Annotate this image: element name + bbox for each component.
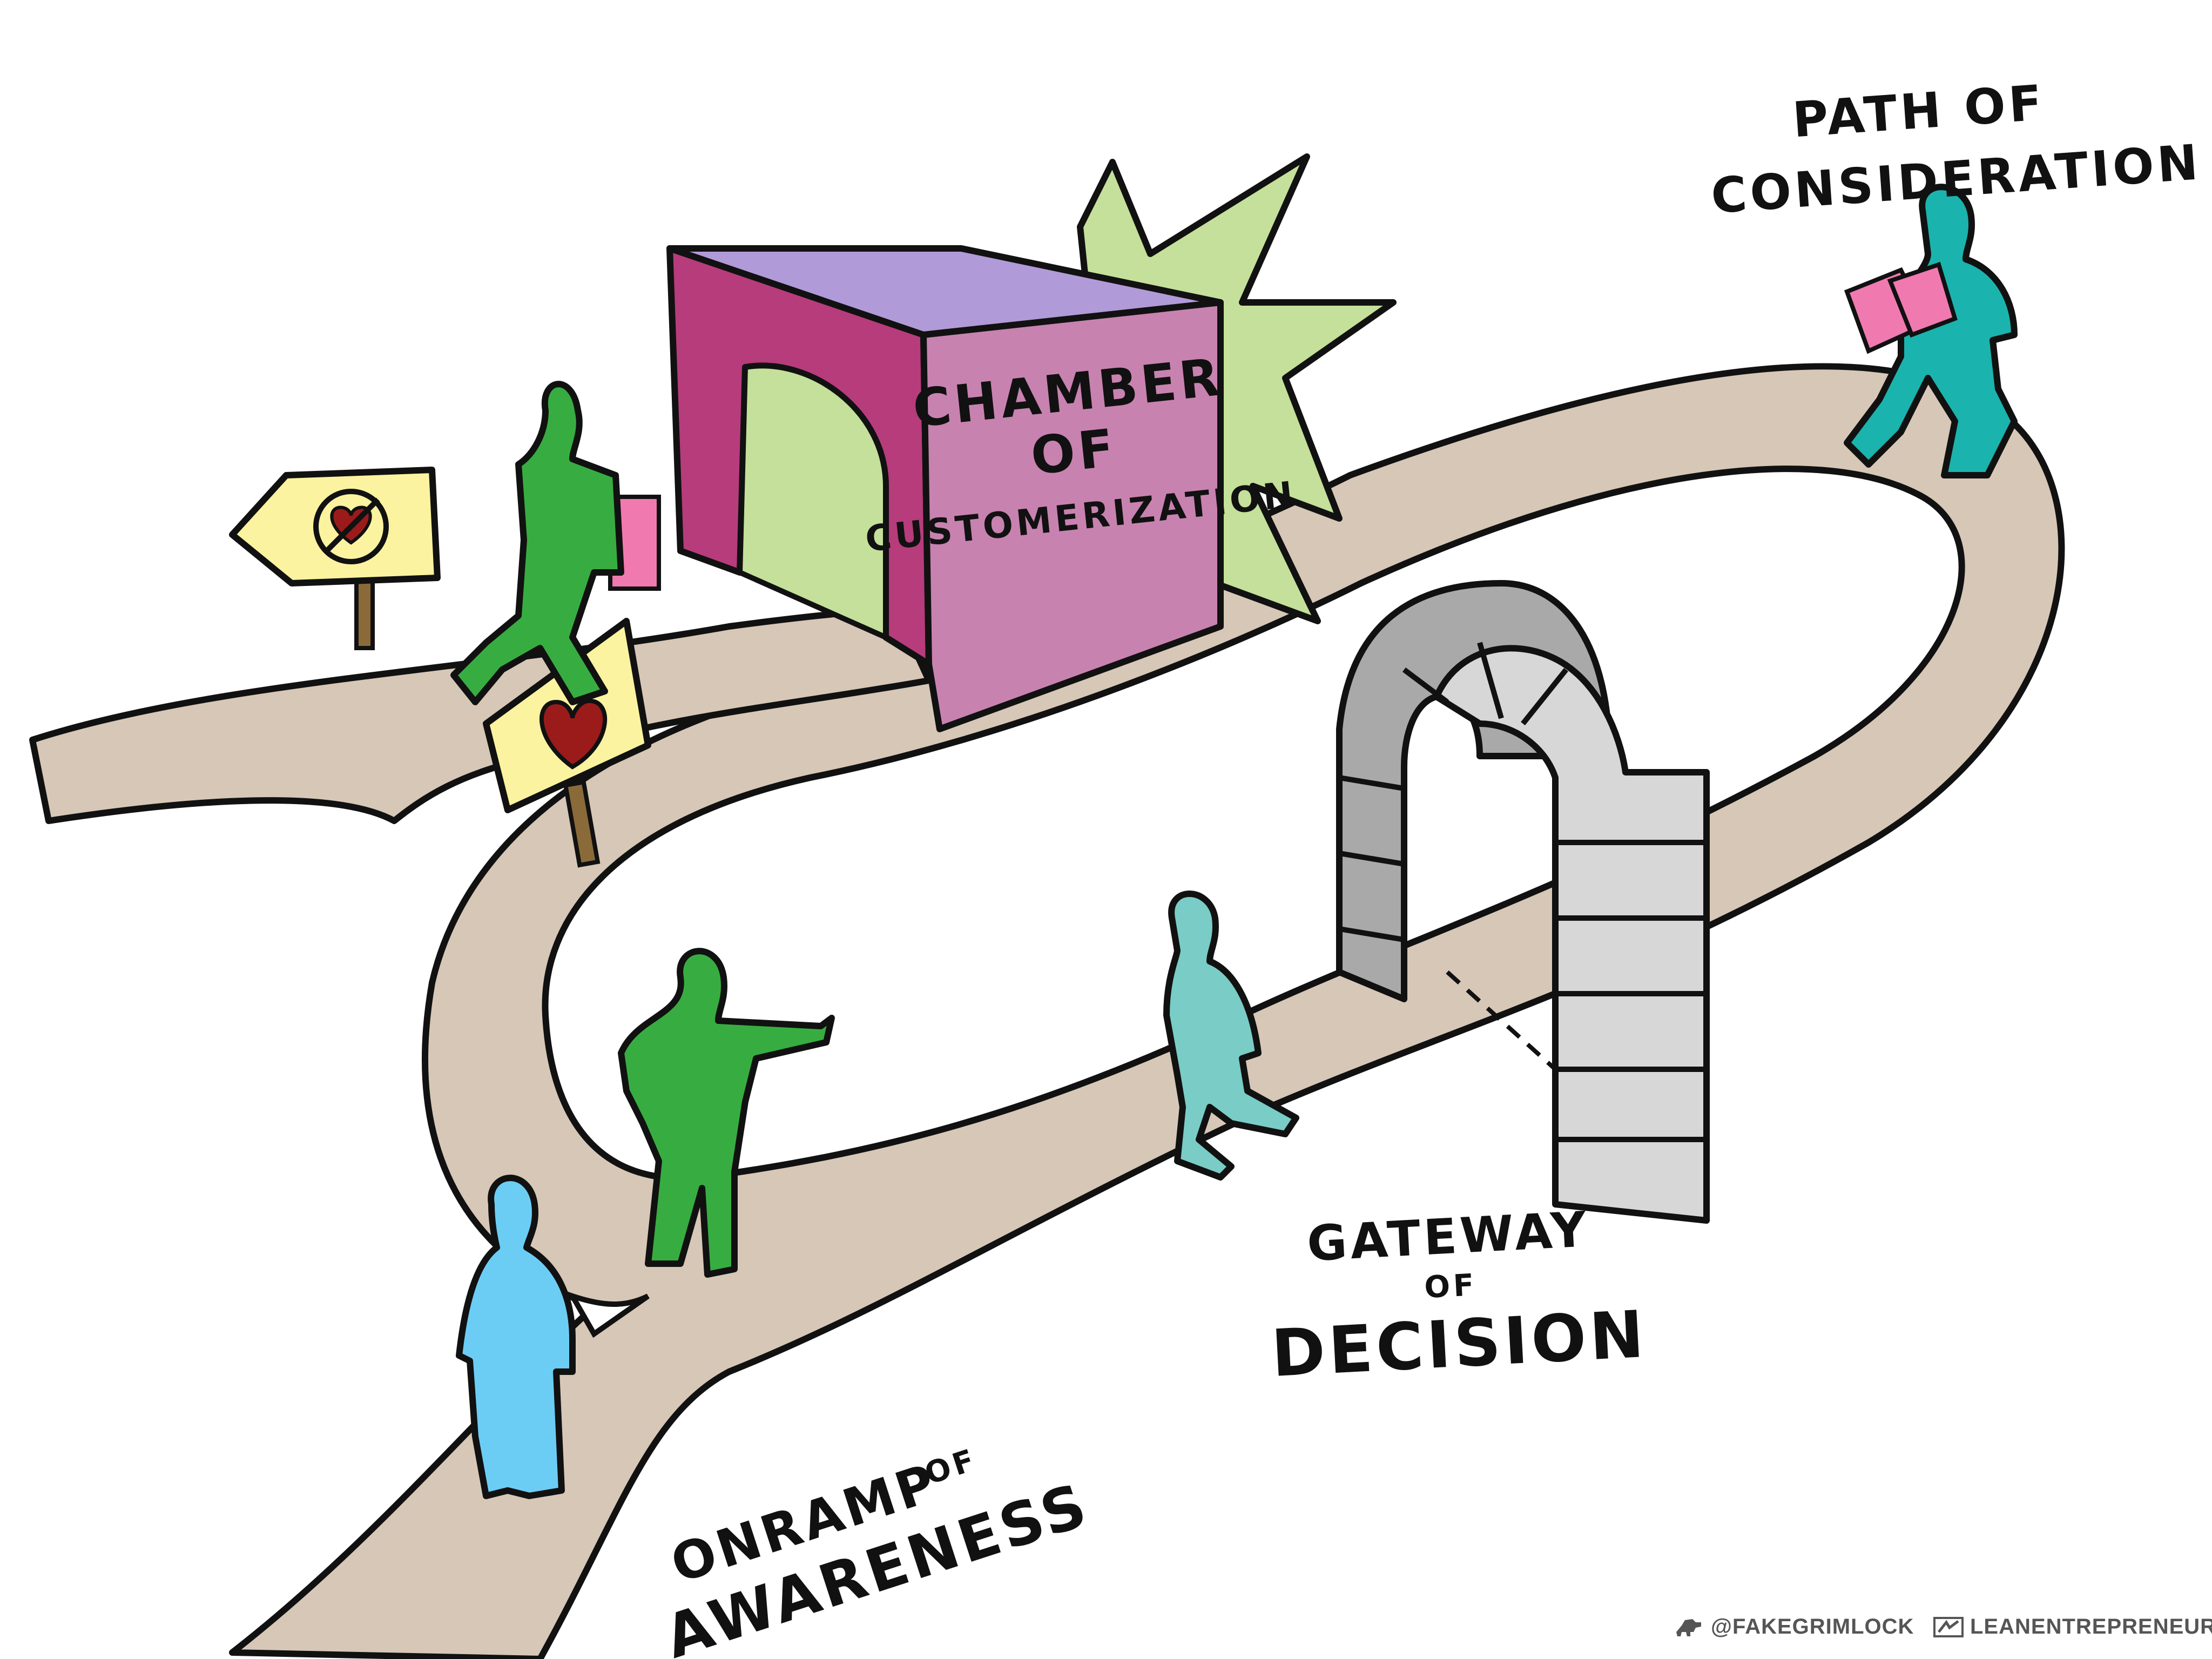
gateway-label-line-1: GATEWAY — [1306, 1201, 1591, 1272]
road-branch — [29, 607, 932, 824]
chamber-label-line-2: OF — [1028, 417, 1120, 487]
logo-icon — [1933, 1616, 1964, 1637]
road-inner — [542, 466, 1965, 1182]
arch-threshold — [1446, 970, 1557, 1071]
gateway-label: GATEWAY OF DECISION — [1270, 1201, 1649, 1392]
no-heart-sign — [229, 467, 441, 650]
figure-green-walker — [450, 381, 661, 705]
heart-icon — [539, 698, 608, 770]
twitter-credit: @FAKEGRIMLOCK — [1674, 1615, 1914, 1639]
figure-aqua-walker — [1163, 891, 1299, 1181]
gateway-label-line-3: DECISION — [1270, 1297, 1649, 1392]
onramp-label-line-2: OF — [921, 1442, 982, 1492]
stone-arch — [1336, 580, 1710, 1224]
chamber-building — [666, 245, 1224, 732]
twitter-handle: @FAKEGRIMLOCK — [1711, 1615, 1914, 1638]
dinosaur-icon — [1676, 1618, 1701, 1636]
site-credit: LEANENTREPRENEUR.CO — [1933, 1615, 2212, 1639]
path-label-line-1: PATH OF — [1791, 75, 2047, 149]
arch-front — [1433, 645, 1710, 1224]
gateway-label-line-2: OF — [1424, 1267, 1478, 1305]
chamber-doorway — [737, 363, 888, 642]
figure-blue — [456, 1175, 576, 1499]
no-heart-icon — [313, 489, 389, 564]
road-fork — [567, 1291, 650, 1338]
path-label: PATH OF CONSIDERATION — [1709, 75, 2203, 225]
figure-teal-reader — [1844, 184, 2018, 478]
figure-green-pointing — [618, 948, 835, 1278]
site-url: LEANENTREPRENEUR.CO — [1970, 1615, 2212, 1638]
chamber-front — [920, 299, 1224, 732]
onramp-label: ONRAMP OF AWARENESS — [657, 1442, 1097, 1659]
book-card — [1844, 261, 1958, 354]
